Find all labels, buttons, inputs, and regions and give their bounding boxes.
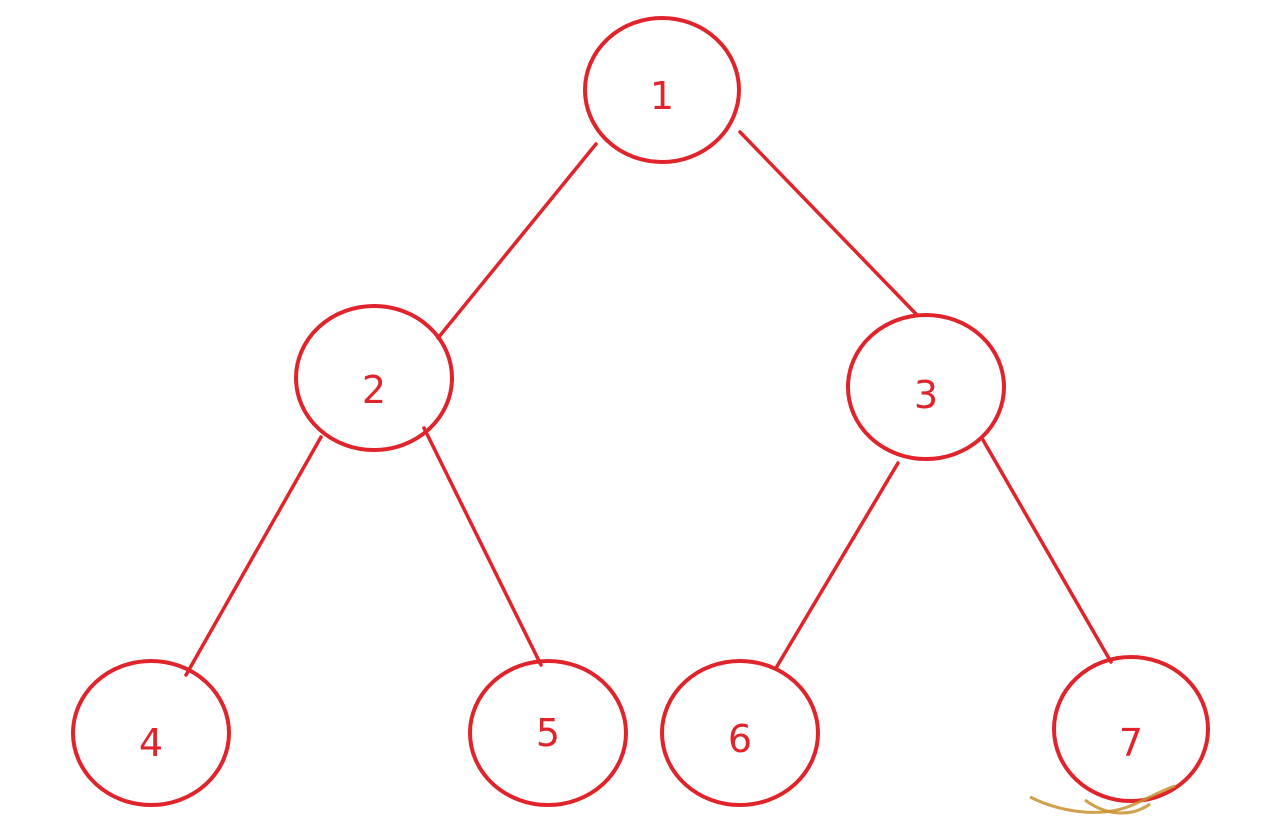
bottom-smudge-mark [1029,784,1176,814]
node-layer: 1 2 3 4 5 6 7 [71,16,1210,807]
tree-node-2: 2 [294,304,454,452]
tree-node-1: 1 [583,16,741,164]
tree-node-3: 3 [846,313,1006,461]
node-label-5: 5 [536,711,560,755]
edge-n2-n5 [422,426,543,667]
edge-layer [184,130,1113,677]
node-circle-3 [846,313,1006,461]
tree-node-7: 7 [1052,655,1210,803]
edge-n1-n2 [436,142,598,340]
edge-n1-n3 [738,130,918,316]
node-circle-1 [583,16,741,164]
node-label-7: 7 [1119,721,1143,765]
node-circle-4 [71,659,231,807]
node-label-1: 1 [650,74,674,118]
node-label-3: 3 [914,373,938,417]
edge-n3-n7 [981,438,1113,664]
node-label-6: 6 [728,717,752,761]
tree-node-5: 5 [468,659,628,807]
bottom-smudge-mark-2 [1084,798,1151,815]
node-label-2: 2 [362,368,386,412]
edge-n3-n6 [774,461,900,670]
tree-node-6: 6 [660,659,820,807]
artifact-layer [1029,784,1176,815]
node-label-4: 4 [139,721,163,765]
node-circle-2 [294,304,454,452]
node-circle-7 [1052,655,1210,803]
tree-node-4: 4 [71,659,231,807]
edge-n2-n4 [184,435,323,677]
node-circle-6 [660,659,820,807]
node-circle-5 [468,659,628,807]
